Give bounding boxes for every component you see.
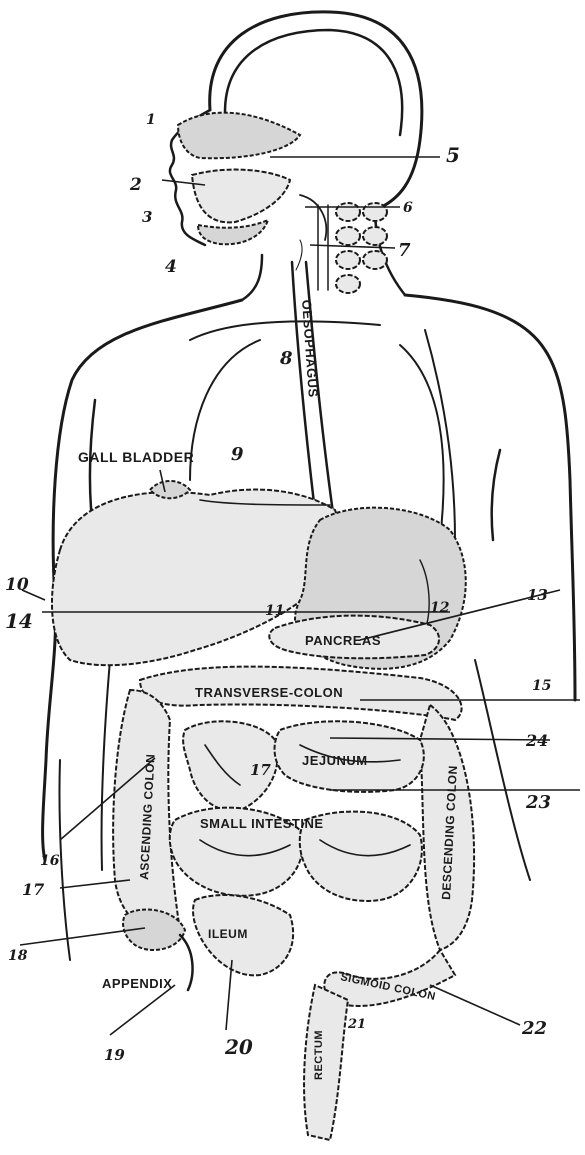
transverse-colon-label: TRANSVERSE-COLON: [195, 685, 343, 700]
label-14: 14: [5, 609, 33, 633]
label-20: 20: [224, 1035, 253, 1059]
label-8: 8: [279, 348, 293, 369]
label-21: 21: [347, 1017, 366, 1032]
rectum-label: RECTUM: [313, 1030, 325, 1080]
gall-bladder-label: GALL BLADDER: [78, 449, 194, 465]
label-11: 11: [265, 603, 284, 619]
label-6: 6: [403, 200, 413, 216]
label-2: 2: [129, 175, 142, 195]
pancreas-label: PANCREAS: [305, 633, 381, 648]
small-intestine-label: SMALL INTESTINE: [200, 816, 324, 831]
ileum-label: ILEUM: [208, 927, 248, 941]
diaphragm-line: [190, 340, 260, 480]
label-23: 23: [525, 792, 551, 813]
label-4: 4: [165, 257, 177, 277]
label-17b: 17: [250, 761, 271, 779]
label-10: 10: [5, 575, 29, 595]
oesophagus: OESOPHAGUS: [292, 262, 334, 520]
label-16: 16: [40, 853, 60, 869]
label-3: 3: [142, 208, 152, 226]
label-19: 19: [104, 1046, 125, 1064]
small-intestine: JEJUNUM SMALL INTESTINE ILEUM: [170, 721, 424, 975]
appendix: [180, 935, 193, 990]
label-5: 5: [446, 143, 460, 167]
jejunum-label: JEJUNUM: [302, 753, 368, 768]
rectum: [304, 985, 348, 1140]
label-17: 17: [22, 880, 44, 899]
label-15: 15: [532, 678, 551, 694]
appendix-label: APPENDIX: [102, 976, 172, 991]
label-18: 18: [8, 948, 28, 964]
label-9: 9: [231, 444, 244, 465]
label-12: 12: [430, 600, 450, 616]
label-7: 7: [398, 240, 411, 261]
label-13: 13: [527, 586, 548, 604]
head-interior: [178, 113, 387, 293]
label-24: 24: [525, 731, 548, 750]
label-1: 1: [146, 112, 156, 128]
label-22: 22: [521, 1018, 547, 1039]
